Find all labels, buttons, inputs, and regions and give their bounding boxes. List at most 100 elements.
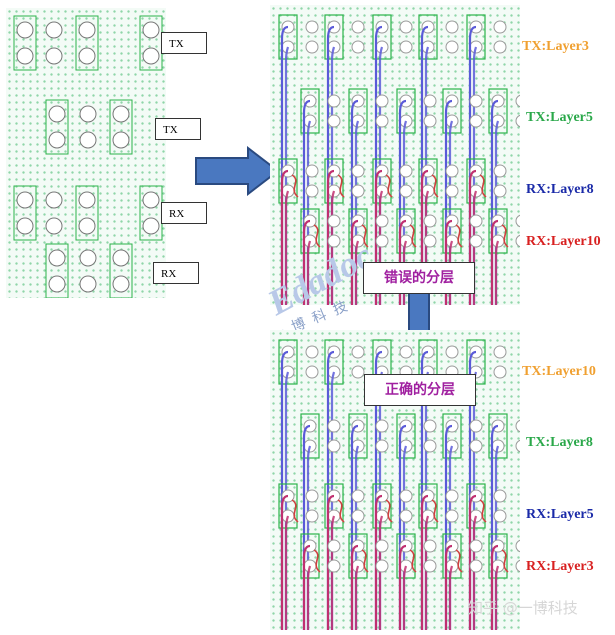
pad-outline — [278, 339, 298, 385]
via — [423, 214, 437, 228]
pad-outline — [466, 14, 486, 60]
pad-outline — [300, 533, 320, 579]
rx-trace — [472, 515, 478, 630]
rx-trace — [374, 169, 383, 305]
via — [515, 559, 529, 573]
via — [399, 164, 413, 178]
left-pad-panel — [6, 8, 166, 299]
tx-trace — [444, 99, 453, 305]
pad-outline — [278, 483, 298, 529]
tx-trace — [350, 99, 359, 305]
via — [327, 559, 341, 573]
via — [305, 509, 319, 523]
tx-trace — [378, 46, 384, 305]
via — [327, 214, 341, 228]
via — [469, 94, 483, 108]
rx-trace — [468, 494, 477, 630]
via — [375, 559, 389, 573]
pad-outline — [466, 483, 486, 529]
via — [515, 214, 529, 228]
via — [445, 184, 459, 198]
pad-outline — [324, 158, 344, 204]
rx-stub — [337, 174, 345, 198]
pad-outline — [396, 533, 416, 579]
via — [399, 20, 413, 34]
via — [469, 114, 483, 128]
via — [351, 20, 365, 34]
rx-trace — [284, 190, 290, 305]
pad-outline — [488, 88, 508, 134]
pad-outline — [488, 533, 508, 579]
tx-trace — [280, 25, 289, 305]
rx-stub — [313, 549, 321, 573]
tx-trace — [420, 25, 429, 305]
rx-trace — [402, 240, 408, 305]
via — [327, 94, 341, 108]
pad-outline — [442, 88, 462, 134]
tx-trace — [490, 424, 499, 630]
top-layer-label-2: TX:Layer5 — [526, 110, 593, 125]
tx-trace — [330, 46, 336, 305]
via — [399, 345, 413, 359]
rx-trace — [306, 565, 312, 630]
rx-trace — [398, 544, 407, 630]
pad-outline — [372, 158, 392, 204]
tx-trace — [444, 424, 453, 630]
bottom-layer-label-2: TX:Layer8 — [526, 435, 593, 450]
rx-stub — [361, 224, 369, 248]
via — [327, 114, 341, 128]
via — [305, 40, 319, 54]
tx-trace — [468, 25, 477, 305]
via — [351, 365, 365, 379]
pad-outline — [324, 483, 344, 529]
top-routing-graphic — [278, 14, 529, 305]
via — [493, 40, 507, 54]
zhihu-watermark: 知乎 @一博科技 — [468, 599, 578, 617]
tx-trace — [402, 445, 408, 630]
rx-trace — [472, 190, 478, 305]
pad-outline — [348, 88, 368, 134]
rx-stub — [385, 499, 393, 523]
via — [375, 214, 389, 228]
pad-outline — [442, 208, 462, 254]
rx-trace — [424, 515, 430, 630]
rx-trace — [326, 169, 335, 305]
rx-trace — [354, 240, 360, 305]
tx-trace — [402, 120, 408, 305]
rx-stub — [431, 174, 439, 198]
via — [469, 214, 483, 228]
via — [399, 184, 413, 198]
via — [305, 20, 319, 34]
rx-stub — [291, 499, 299, 523]
via — [375, 539, 389, 553]
rx-stub — [313, 224, 321, 248]
tx-trace — [354, 445, 360, 630]
right-arrow-icon — [195, 146, 280, 196]
via — [399, 40, 413, 54]
via — [445, 509, 459, 523]
via — [493, 164, 507, 178]
pad-outline — [418, 14, 438, 60]
pad-outline — [396, 88, 416, 134]
rx-trace — [330, 515, 336, 630]
bottom-layer-label-3: RX:Layer5 — [526, 507, 594, 522]
wrong-layering-caption: 错误的分层 — [363, 262, 475, 294]
tx-trace — [330, 371, 336, 630]
pad-outline — [418, 158, 438, 204]
via — [423, 234, 437, 248]
rx-stub — [479, 499, 487, 523]
tx-trace — [306, 120, 312, 305]
pad-outline — [442, 413, 462, 459]
rx-trace — [280, 169, 289, 305]
tx-trace — [448, 120, 454, 305]
rx-trace — [378, 190, 384, 305]
tx-trace — [398, 424, 407, 630]
top-layer-label-4: RX:Layer10 — [526, 234, 601, 249]
rx-trace — [326, 494, 335, 630]
rx-trace — [354, 565, 360, 630]
rx-trace — [490, 544, 499, 630]
tx-trace — [472, 46, 478, 305]
via — [493, 509, 507, 523]
tx-trace — [398, 99, 407, 305]
via — [305, 164, 319, 178]
